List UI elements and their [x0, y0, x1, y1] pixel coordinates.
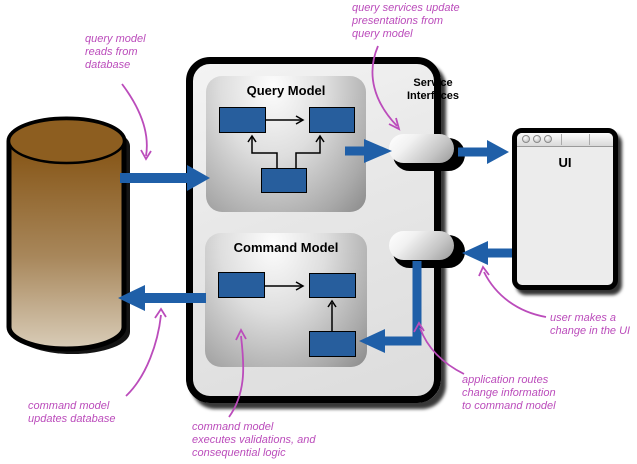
annotation-line: consequential logic — [192, 447, 286, 459]
query-service-connector — [389, 134, 454, 163]
window-control-dot — [544, 135, 552, 143]
titlebar-divider — [561, 134, 562, 145]
service-interfaces-line2: Interfaces — [407, 90, 459, 102]
query-class-box-bottom — [261, 168, 307, 193]
annotation-line: change information — [462, 387, 556, 399]
query-model-title: Query Model — [246, 83, 326, 98]
annotation-line: application routes — [462, 374, 549, 386]
annotation-query-reads: query model reads from database — [85, 33, 146, 72]
annotation-line: command model — [192, 421, 274, 433]
window-control-dot — [533, 135, 541, 143]
query-class-box-right — [309, 107, 355, 133]
command-class-box-bottom — [309, 331, 356, 357]
annotation-line: executes validations, and — [192, 434, 316, 446]
command-model-title: Command Model — [233, 240, 339, 255]
titlebar-divider — [589, 134, 590, 145]
annotation-line: reads from — [85, 46, 138, 58]
service-interfaces-line1: Service — [413, 77, 453, 89]
ui-window: UI — [512, 128, 618, 290]
command-service-connector — [389, 231, 454, 260]
ui-window-titlebar — [517, 133, 613, 147]
annotation-line: updates database — [28, 413, 116, 425]
annotation-line: query model — [85, 33, 146, 45]
annotation-line: query model — [352, 28, 413, 40]
ui-window-label: UI — [558, 155, 572, 170]
window-control-dot — [522, 135, 530, 143]
annotation-line: to command model — [462, 400, 556, 412]
annotation-line: command model — [28, 400, 110, 412]
query-class-box-left — [219, 107, 266, 133]
annotation-line: presentations from — [352, 15, 444, 27]
annotation-user-change: user makes a change in the UI — [550, 312, 630, 338]
annotation-line: database — [85, 59, 131, 71]
annotation-command-validations: command model executes validations, and … — [192, 421, 316, 460]
annotation-query-services-update: query services update presentations from… — [352, 2, 460, 41]
annotation-app-routes: application routes change information to… — [462, 374, 556, 413]
command-class-box-right — [309, 273, 356, 298]
cylinder-top-ellipse — [7, 117, 126, 165]
annotation-command-updates: command model updates database — [28, 400, 115, 426]
service-interfaces-label: Service Interfaces — [400, 77, 466, 103]
annotation-line: user makes a — [550, 312, 617, 324]
command-class-box-left — [218, 272, 265, 298]
annotation-line: query services update — [352, 2, 460, 14]
annotation-line: change in the UI — [550, 325, 631, 337]
